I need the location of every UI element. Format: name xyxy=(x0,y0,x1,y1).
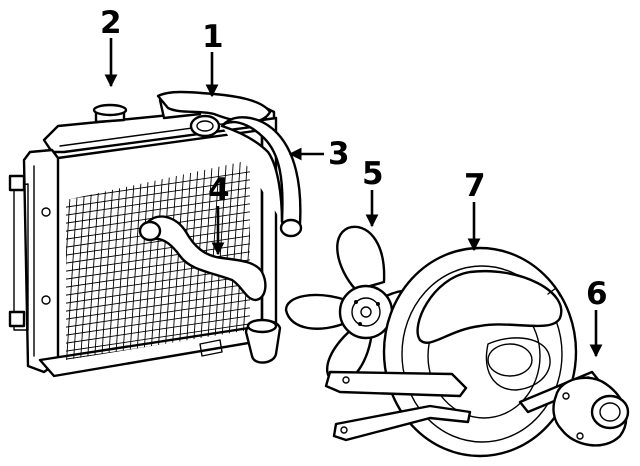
callout-label-6: 6 xyxy=(586,276,608,312)
fan-blade xyxy=(284,225,430,384)
callout-label-1: 1 xyxy=(202,19,224,55)
callout-label-3: 3 xyxy=(328,136,350,172)
hose-3 xyxy=(220,116,303,238)
upper-hose xyxy=(156,90,272,138)
callouts: 1 2 3 4 5 7 6 xyxy=(100,5,608,358)
callout-label-2: 2 xyxy=(100,5,122,41)
callout-label-4: 4 xyxy=(208,172,230,208)
callout-label-5: 5 xyxy=(362,156,384,192)
fan-motor xyxy=(552,376,630,447)
lower-hose xyxy=(138,215,267,302)
callout-label-7: 7 xyxy=(464,168,486,204)
